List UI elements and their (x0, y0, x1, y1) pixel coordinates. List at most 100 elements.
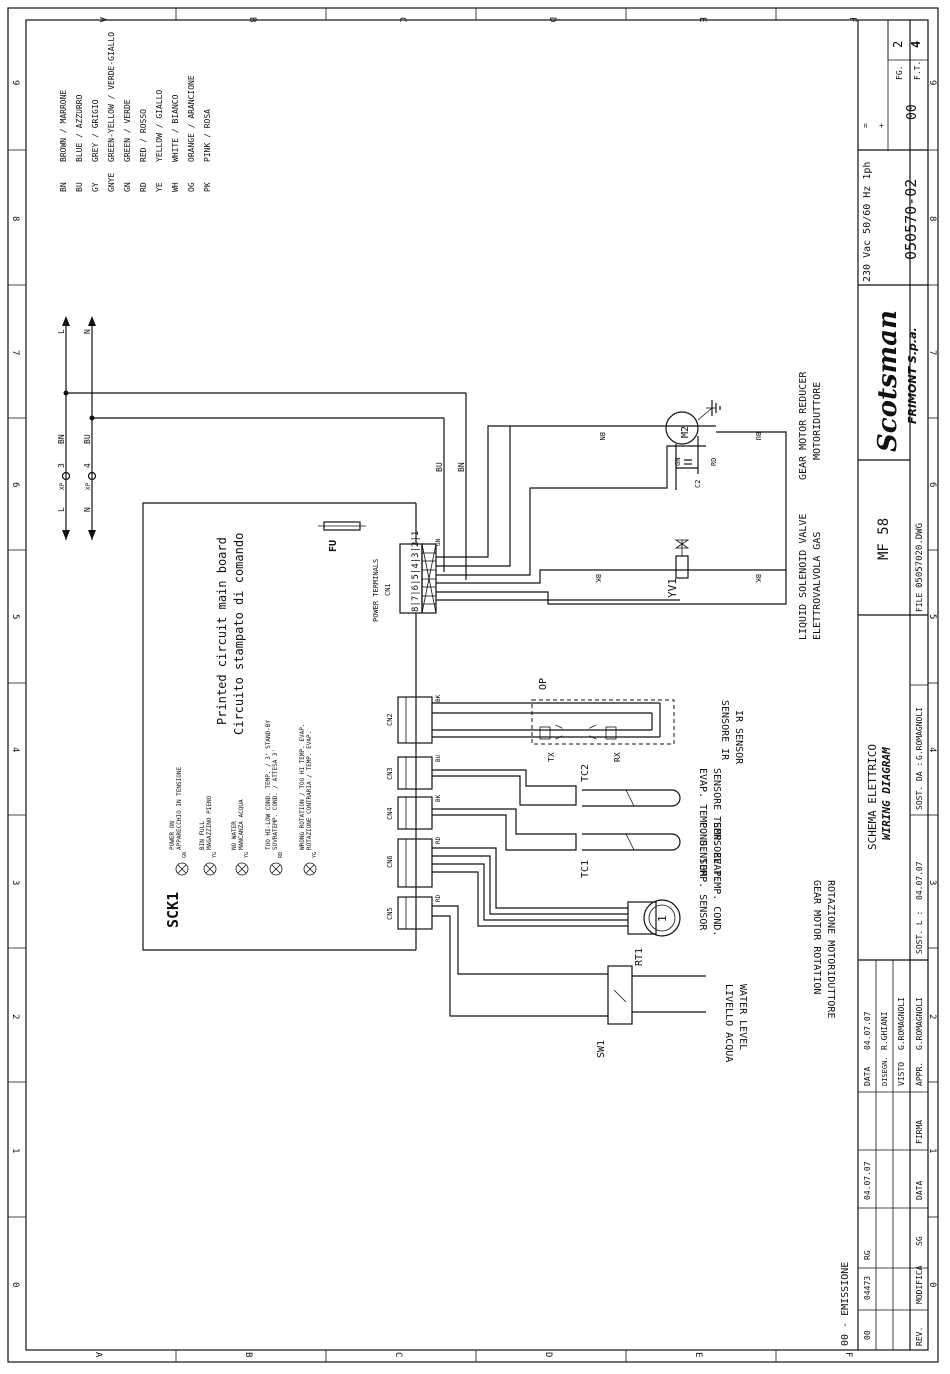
wire-color: BK (754, 574, 762, 583)
led-label-it: ROTAZIONE CONTRARIA / TEMP. EVAP. (306, 731, 313, 850)
op-label: OP (538, 678, 549, 690)
wire-color: RD (435, 894, 442, 902)
cond-label-it: SENSORE TEMP. COND. (711, 822, 722, 936)
border-number-right: 5 (927, 614, 937, 619)
svg-text:\ /: \ / (587, 724, 597, 740)
wire-color: BK (435, 794, 442, 802)
border-number-right: 7 (927, 350, 937, 355)
ir-tx-icon (539, 726, 551, 740)
border-ticks (8, 8, 938, 1362)
led-icon (175, 862, 189, 876)
power-input: L N L N XP XP 3 4 BN BU BU BN GN (57, 316, 467, 580)
data-label: DATA (863, 1067, 872, 1086)
border-number-right: 8 (927, 216, 937, 221)
rt-number: 1 (656, 915, 669, 922)
border-number-left: 5 (10, 614, 20, 619)
led-label-it: MANCANZA ACQUA (238, 799, 245, 850)
border-letter-bottom: D (543, 1352, 553, 1357)
led-label-it: SOVRATEMP. COND. / ATTESA 3' (272, 749, 279, 850)
legend-name: ORANGE / ARANCIONE (187, 75, 196, 162)
neutral-label: N (83, 507, 92, 512)
legend-name: WHITE / BIANCO (171, 94, 180, 162)
border-letter-bottom: A (93, 1352, 103, 1358)
connector-cn4 (397, 796, 433, 830)
tc2-label: TC2 (580, 764, 591, 782)
border-letter-top: D (547, 17, 557, 22)
border-number-right: 6 (927, 482, 937, 487)
evap-label-it: SENSORE TEMP. EVAP. (711, 768, 722, 882)
wire-color: BN (57, 434, 66, 444)
drawing-number: 050570-02 (902, 179, 920, 260)
gear-motor-m2: M2 GN RD C2 BN BU GEAR MOTOR REDUCER MOT… (598, 371, 823, 490)
border-letter-bottom: C (393, 1352, 403, 1357)
tc1-label: TC1 (580, 860, 591, 878)
c2-label: C2 (694, 480, 702, 488)
border-letter-top: F (847, 17, 857, 22)
wire-color: GN (674, 458, 682, 466)
border-letter-top: C (397, 17, 407, 22)
border-number-left: 3 (10, 880, 20, 885)
led-label-en: BIN FULL (199, 821, 206, 850)
evap-label-en: EVAP. TEMP. SENSOR (697, 768, 708, 877)
modification-label: MODIFICA (915, 1265, 924, 1304)
border-number-left: 7 (10, 350, 20, 355)
valve-label-en: LIQUID SOLENOID VALVE (798, 514, 809, 640)
ir-sensor-label-it: SENSORE IR (719, 700, 730, 761)
wire-color: RD (710, 458, 718, 466)
total-label: F.T. (913, 61, 922, 80)
wire-color: BU (83, 434, 92, 444)
m2-label: M2 (680, 426, 691, 438)
xp-label: XP (85, 482, 92, 490)
legend-code: GNYE (107, 173, 116, 192)
legend-code: YE (155, 182, 164, 192)
file-name: 05057020.DWG (915, 523, 925, 588)
border-letter-bottom: E (693, 1352, 703, 1357)
ir-sensor-label-en: IR SENSOR (733, 710, 744, 765)
border-number-left: 8 (10, 216, 20, 221)
brand-logo: Scotsman (873, 310, 903, 452)
gear-motor-label-it: MOTORIDUTTORE (812, 382, 823, 460)
rotation-sensor-icon (643, 899, 681, 937)
led-label-en: NO WATER (231, 821, 238, 850)
border-number-left: 1 (10, 1148, 20, 1153)
connector-cn5 (397, 896, 433, 930)
wire-color: BN (457, 462, 466, 472)
wire-color: BU (435, 462, 444, 472)
line-label: L (57, 329, 66, 334)
led-color: GN (182, 852, 188, 858)
legend-name: YELLOW / GIALLO (155, 90, 164, 162)
arrow-icon (62, 530, 70, 540)
checked-by: G.ROMAGNOLI (897, 997, 906, 1050)
cn1-output-wires (436, 425, 787, 605)
border-number-left: 4 (10, 747, 20, 752)
valve-label-it: ELETTROVALVOLA GAS (812, 532, 823, 640)
cond-label-en: COND. TEMP. SENSOR (697, 822, 708, 931)
ir-sensor-op: OP TX RX / \ \ / IR SENSOR SENSORE IR (432, 678, 744, 765)
connector-label: CN5 (386, 907, 394, 920)
border-number-right: 1 (927, 1148, 937, 1153)
emission-rev: 00 (863, 1330, 872, 1340)
water-label-en: WATER LEVEL (737, 984, 748, 1050)
replaced-by-label: SOST. DA : (915, 762, 924, 810)
legend-code: GY (91, 182, 100, 192)
signature-label: FIRMA (915, 1120, 924, 1144)
led-no-water: YG NO WATER MANCANZA ACQUA (231, 799, 250, 876)
connector-cn2 (397, 696, 433, 744)
connector-cn3 (397, 756, 433, 790)
border-letter-top: A (97, 17, 107, 23)
legend-code: GN (123, 182, 132, 192)
legend-name: GREY / GRIGIO (91, 99, 100, 162)
solenoid-valve-yv1: YV1 BK BK LIQUID SOLENOID VALVE ELETTROV… (594, 514, 823, 640)
xp-label: XP (59, 482, 66, 490)
led-label-en: TOO HI-LOW COND. TEMP. / 3' STAND-BY (265, 720, 272, 850)
model-name: MF 58 (876, 518, 892, 560)
connector-label: CN2 (386, 713, 394, 726)
led-bin-full: YG BIN FULL MAGAZZINO PIENO (199, 795, 218, 876)
connector-cn6 (397, 838, 433, 888)
file-label: FILE : (915, 583, 924, 612)
legend-name: PINK / ROSA (203, 109, 212, 162)
legend-code: PK (203, 182, 212, 192)
border-number-left: 0 (10, 1282, 20, 1287)
board-title-en: Printed circuit main board (215, 537, 229, 725)
